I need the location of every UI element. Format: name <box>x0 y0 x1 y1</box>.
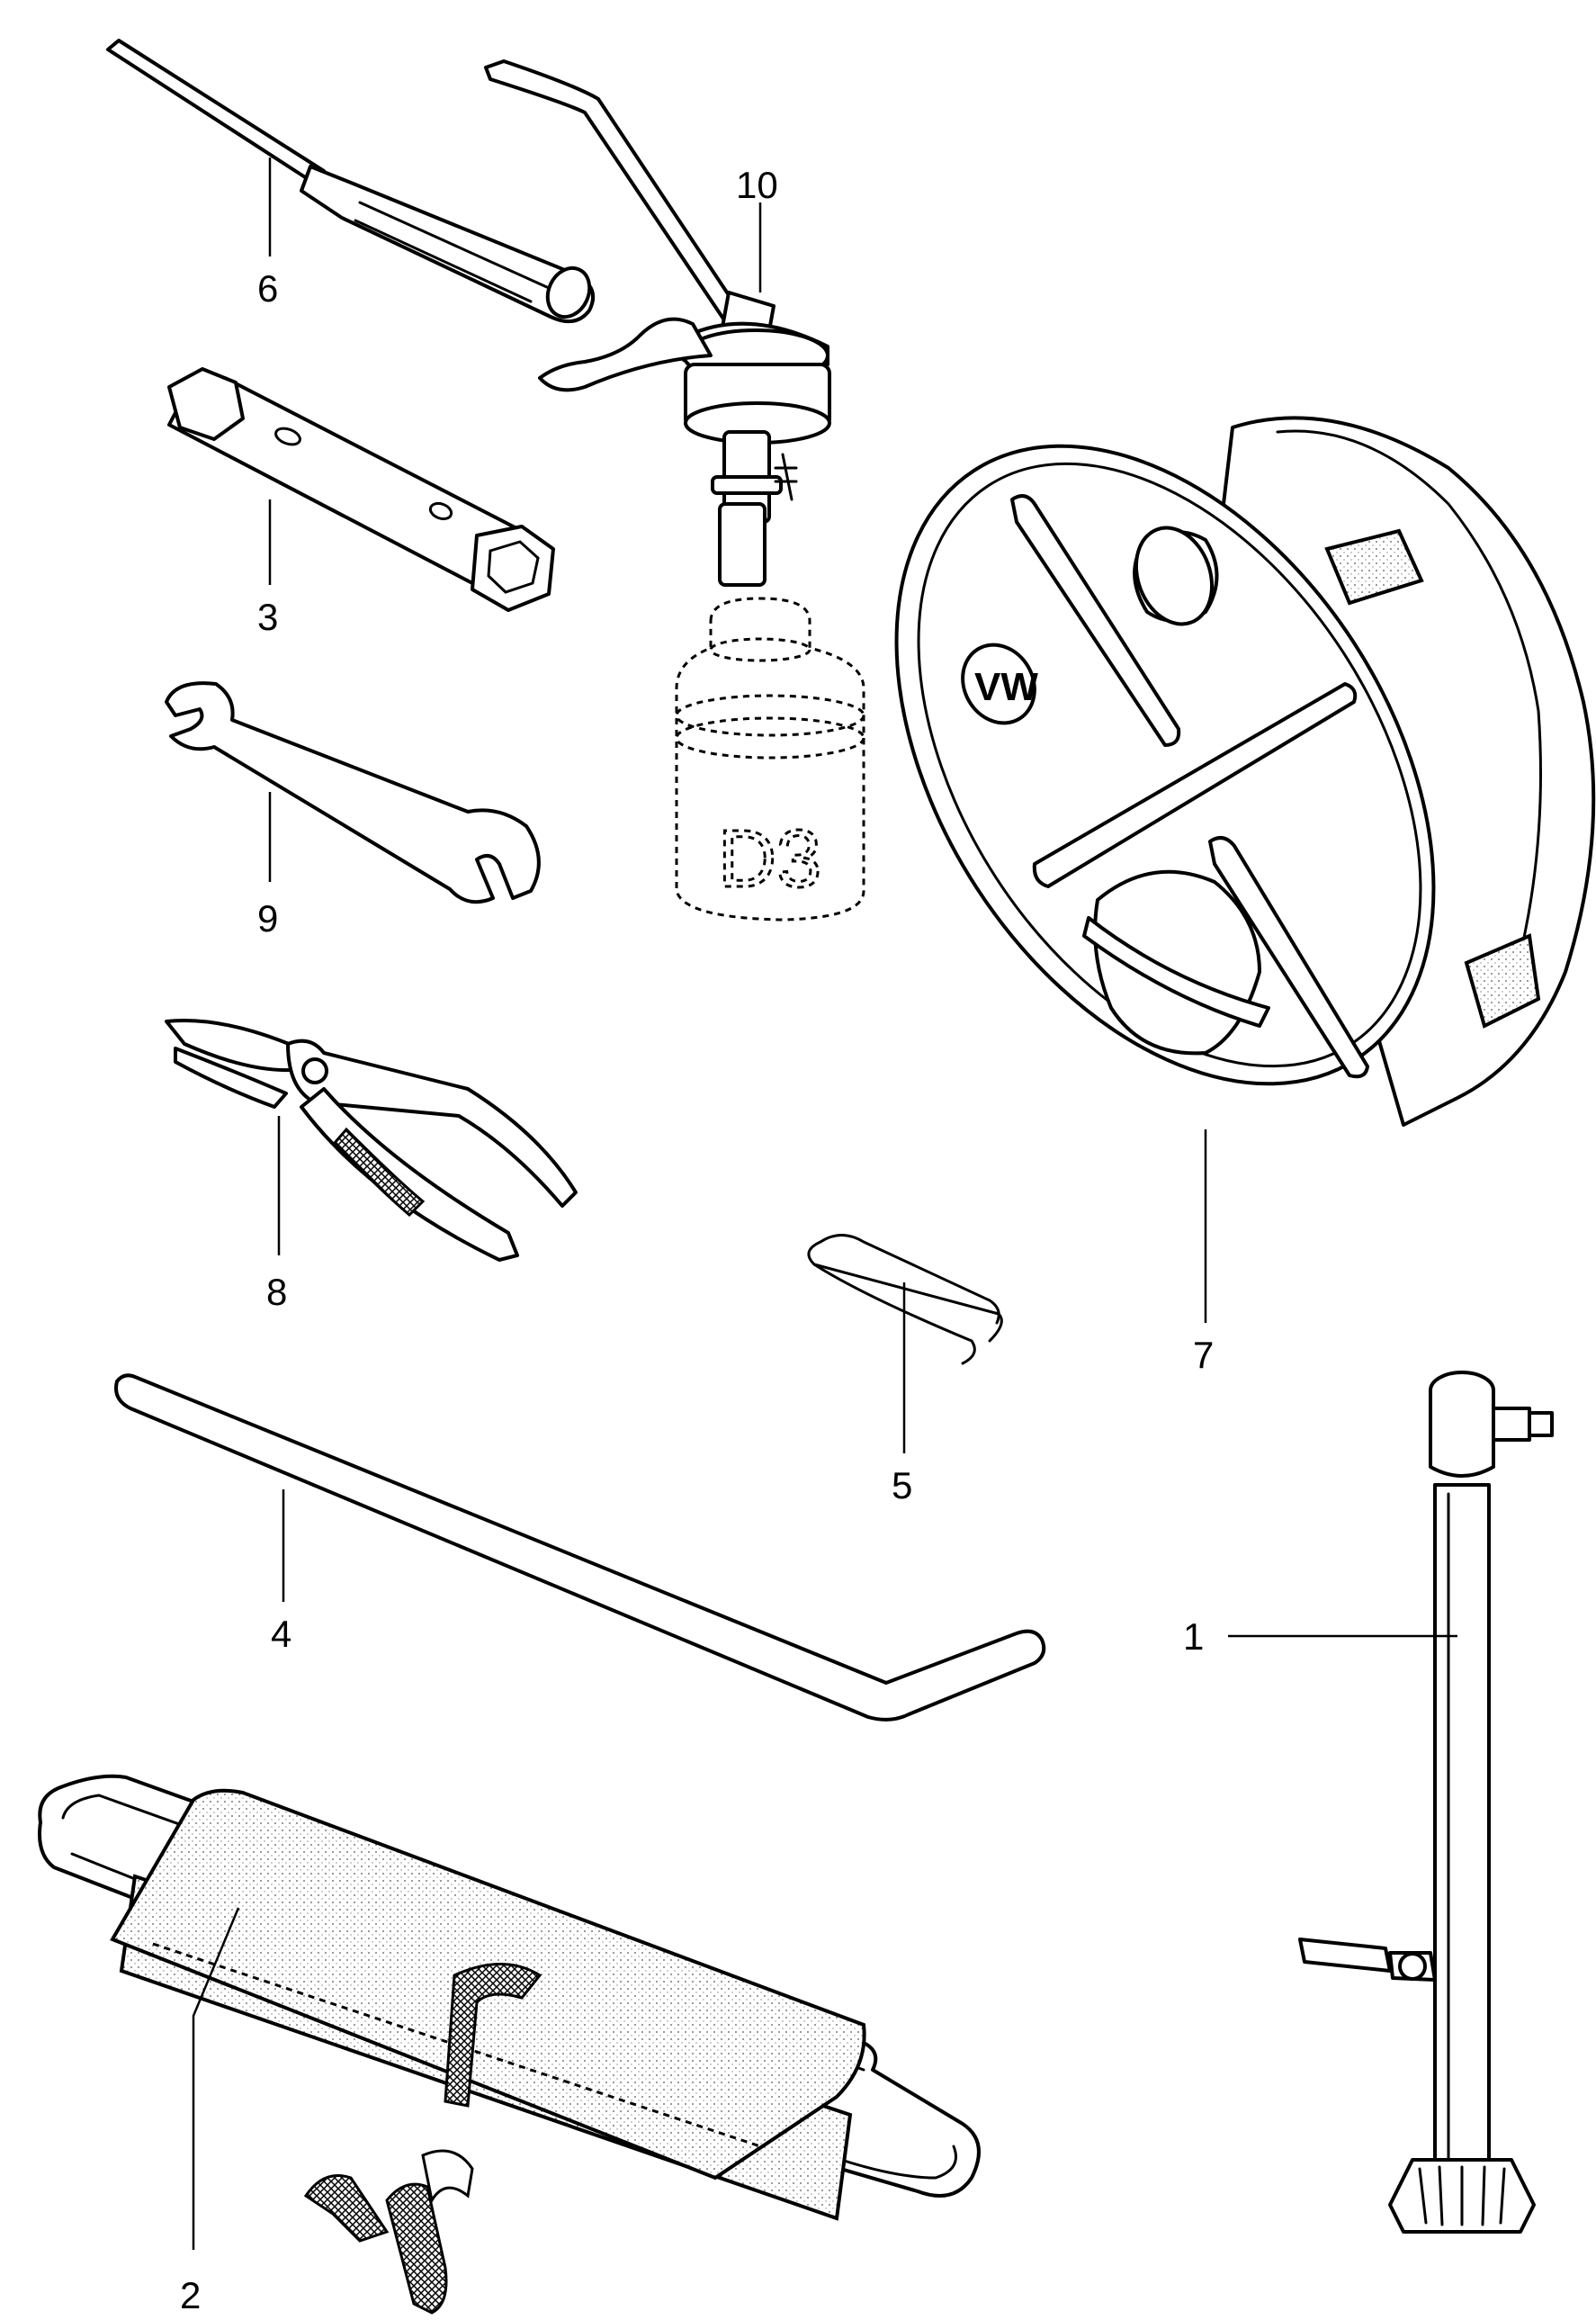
vw-logo-icon: VW <box>974 665 1038 709</box>
open-end-wrench-part-9 <box>165 681 541 904</box>
callout-10: 10 <box>736 164 778 206</box>
callout-7: 7 <box>1193 1334 1214 1376</box>
leader-2 <box>192 1907 240 2250</box>
callout-1: 1 <box>1183 1615 1204 1658</box>
grease-container-d3: D3 <box>675 597 865 922</box>
container-label: D3 <box>718 814 821 904</box>
wheel-cover-part-7: VW <box>894 416 1596 1127</box>
callout-3: 3 <box>257 596 278 638</box>
grease-gun-part-10 <box>484 59 831 587</box>
tommy-bar-part-4 <box>114 1373 1046 1722</box>
screwdriver-part-6 <box>106 39 595 324</box>
callout-2: 2 <box>180 2274 201 2316</box>
callout-6: 6 <box>257 267 278 310</box>
jack-part-1 <box>1298 1371 1554 2234</box>
tool-roll-part-2 <box>38 1774 981 2315</box>
callout-8: 8 <box>266 1271 287 1313</box>
box-spanner-part-3 <box>167 367 555 612</box>
callout-9: 9 <box>257 897 278 940</box>
callout-4: 4 <box>271 1613 291 1655</box>
callout-5: 5 <box>892 1464 912 1506</box>
hook-clip-part-5 <box>807 1234 1003 1365</box>
pliers-part-8 <box>165 1018 578 1262</box>
